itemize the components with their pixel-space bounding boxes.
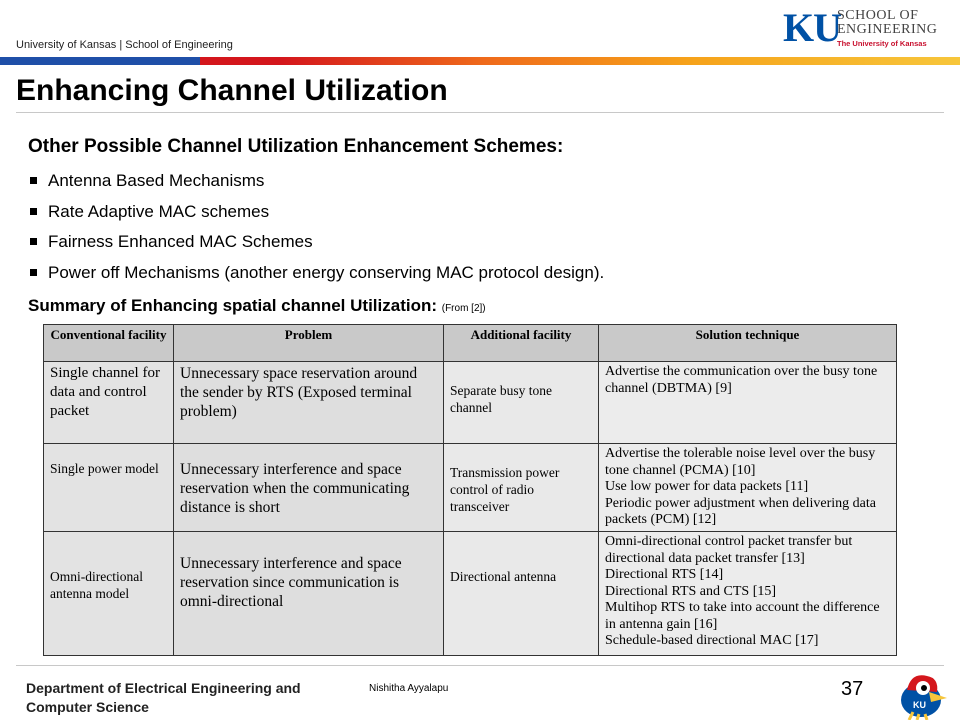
bullet-item: Power off Mechanisms (another energy con… [28,262,604,293]
table-header-row: Conventional facility Problem Additional… [43,324,897,362]
bullet-item: Fairness Enhanced MAC Schemes [28,231,604,262]
footer-divider [16,665,944,666]
table-row: Single power model Unnecessary interfere… [43,443,897,532]
source-citation: (From [2]) [441,303,486,314]
summary-line: Summary of Enhancing spatial channel Uti… [28,296,486,315]
square-bullet-icon [30,238,37,245]
table-row: Single channel for data and control pack… [43,361,897,444]
cell-additional: Separate busy tone channel [443,361,599,444]
column-header: Solution technique [598,324,897,362]
column-header: Conventional facility [43,324,174,362]
scheme-table: Conventional facility Problem Additional… [43,324,897,656]
header-color-bar [0,57,960,65]
university-label: University of Kansas | School of Enginee… [16,39,233,51]
column-header: Additional facility [443,324,599,362]
bullet-item: Rate Adaptive MAC schemes [28,201,604,232]
cell-problem: Unnecessary interference and space reser… [173,531,444,656]
cell-additional: Directional antenna [443,531,599,656]
svg-text:KU: KU [913,700,926,710]
cell-problem: Unnecessary space reservation around the… [173,361,444,444]
square-bullet-icon [30,207,37,215]
jayhawk-mascot-icon: KU [901,675,947,720]
scheme-table-image: Conventional facility Problem Additional… [43,324,897,656]
cell-problem: Unnecessary interference and space reser… [173,443,444,532]
cell-conventional: Single channel for data and control pack… [43,361,174,444]
department-label: Department of Electrical Engineering and… [26,680,301,715]
title-divider [16,112,944,113]
table-row: Omni-directional antenna model Unnecessa… [43,531,897,656]
square-bullet-icon [30,177,37,184]
cell-additional: Transmission power control of radio tran… [443,443,599,532]
cell-solution: Omni-directional control packet transfer… [598,531,897,656]
cell-conventional: Single power model [43,443,174,532]
page-number: 37 [841,678,864,700]
bullet-item: Antenna Based Mechanisms [28,170,604,201]
bullet-list: Antenna Based Mechanisms Rate Adaptive M… [28,170,604,292]
author-label: Nishitha Ayyalapu [369,683,449,694]
cell-solution: Advertise the communication over the bus… [598,361,897,444]
cell-conventional: Omni-directional antenna model [43,531,174,656]
cell-solution: Advertise the tolerable noise level over… [598,443,897,532]
square-bullet-icon [30,268,37,276]
section-subheading: Other Possible Channel Utilization Enhan… [28,136,564,157]
slide-title: Enhancing Channel Utilization [16,74,448,107]
column-header: Problem [173,324,444,362]
ku-engineering-logo: KU SCHOOL OF ENGINEERING The University … [783,5,938,50]
